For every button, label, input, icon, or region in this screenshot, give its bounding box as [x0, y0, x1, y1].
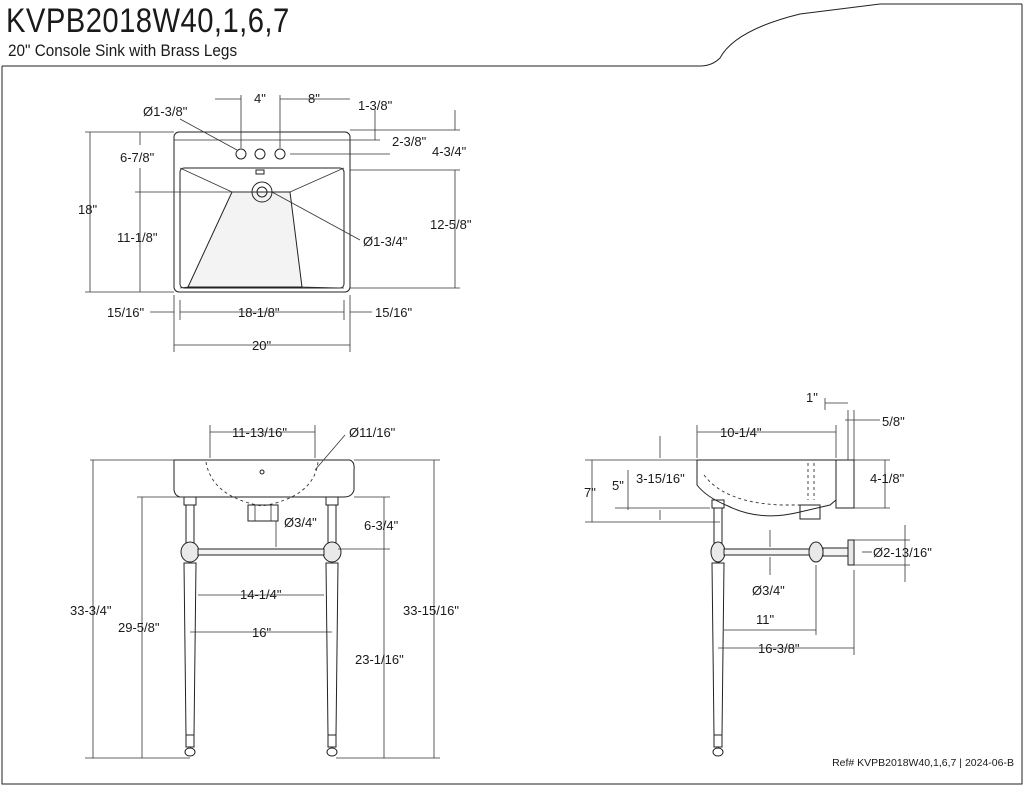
- side-wall-bracket: [835, 459, 855, 509]
- dim-deck-4-3-4: 4-3/4": [432, 144, 467, 159]
- dim-overall-width: 20": [252, 338, 271, 353]
- dim-side-11: 11": [756, 612, 774, 627]
- side-towel-bar: [723, 548, 815, 556]
- drain-inner: [256, 186, 268, 198]
- top-view-bowl-inner: [187, 191, 303, 288]
- dim-bowl-width: 18-1/8": [238, 305, 280, 320]
- dim-hole-dia: Ø1-3/8": [143, 104, 188, 119]
- faucet-hole-right: [274, 148, 286, 160]
- dim-side-1: 1": [806, 390, 818, 405]
- dim-front-23-1-16: 23-1/16": [355, 652, 404, 667]
- dim-side-drain: Ø3/4": [752, 583, 785, 598]
- dim-side-left: 15/16": [107, 305, 145, 320]
- dim-depth-11-1-8: 11-1/8": [117, 230, 158, 245]
- page-title: KVPB2018W40,1,6,7: [6, 2, 290, 40]
- dim-side-10-1-4: 10-1/4": [720, 425, 762, 440]
- dim-front-overflow: Ø11/16": [349, 425, 396, 440]
- dim-side-flange: Ø2-13/16": [873, 545, 932, 560]
- dim-front-29-5-8: 29-5/8": [118, 620, 160, 635]
- top-view-bowl-outer: [179, 167, 345, 289]
- dim-deck-2-3-8: 2-3/8": [392, 134, 427, 149]
- dim-side-3-15-16: 3-15/16": [636, 471, 685, 486]
- dim-front-16: 16": [252, 625, 271, 640]
- front-leg-left: [180, 496, 200, 757]
- front-drain-body: [247, 504, 279, 522]
- top-view-sink-outline: [173, 131, 351, 293]
- dim-spacing-4: 4": [254, 91, 266, 106]
- dim-side-16-3-8: 16-3/8": [758, 641, 800, 656]
- sheet-frame: [1, 3, 1023, 785]
- faucet-hole-center: [254, 148, 266, 160]
- top-view: Ø1-3/8" 4" 8" 1-3/8" 2-3/8" 4-3/4" 6-7/8…: [78, 91, 472, 353]
- dim-front-33-15-16: 33-15/16": [403, 603, 459, 618]
- dim-side-5: 5": [612, 478, 624, 493]
- dim-front-14-1-4: 14-1/4": [240, 587, 282, 602]
- dim-side-right: 15/16": [375, 305, 413, 320]
- side-leg: [710, 499, 726, 757]
- dim-front-11-13-16: 11-13/16": [232, 425, 287, 440]
- dim-depth-6-7-8: 6-7/8": [120, 150, 155, 165]
- front-leg-right: [322, 496, 342, 757]
- dim-deck-1-3-8: 1-3/8": [358, 98, 393, 113]
- dim-front-drain: Ø3/4": [284, 515, 317, 530]
- front-towel-bar: [197, 548, 325, 556]
- dim-side-7: 7": [584, 485, 596, 500]
- faucet-hole-left: [235, 148, 247, 160]
- dim-spacing-8: 8": [308, 91, 320, 106]
- side-view: 1" 5/8" 10-1/4" 7" 5" 3-15/16" 4-1/8" Ø2…: [584, 390, 932, 757]
- dim-bowl-12-5-8: 12-5/8": [430, 217, 472, 232]
- side-wall-flange: [847, 539, 855, 566]
- dim-side-5-8: 5/8": [882, 414, 905, 429]
- dim-drain-dia: Ø1-3/4": [363, 234, 408, 249]
- page-subtitle: 20" Console Sink with Brass Legs: [8, 41, 238, 60]
- reference-number: Ref# KVPB2018W40,1,6,7 | 2024-06-B: [832, 757, 1014, 769]
- front-view: 11-13/16" Ø11/16" Ø3/4" 6-3/4" 33-3/4" 2…: [70, 425, 459, 759]
- dim-depth-18: 18": [78, 202, 97, 217]
- dim-side-4-1-8: 4-1/8": [870, 471, 905, 486]
- dim-front-6-3-4: 6-3/4": [364, 518, 399, 533]
- front-basin: [173, 459, 355, 498]
- dim-front-33-3-4: 33-3/4": [70, 603, 112, 618]
